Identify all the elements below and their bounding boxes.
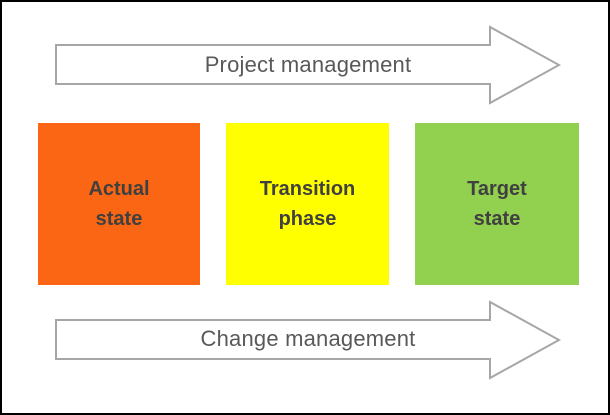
change-management-arrow-label: Change management bbox=[200, 326, 416, 351]
actual-state-label-line2: state bbox=[95, 208, 143, 230]
target-state-label-line1: Target bbox=[467, 178, 527, 200]
project-management-arrow bbox=[55, 25, 561, 105]
right-arrow-shape bbox=[55, 300, 561, 380]
transition-phase-label-line1: Transition bbox=[259, 178, 356, 200]
right-arrow-shape bbox=[55, 25, 561, 105]
project-management-arrow-label: Project management bbox=[204, 52, 412, 77]
transition-phase-box: Transition phase bbox=[226, 123, 389, 285]
actual-state-box: Actual state bbox=[38, 123, 200, 285]
target-state-label-line2: state bbox=[473, 208, 521, 230]
transition-phase-label-line2: phase bbox=[278, 208, 337, 230]
change-management-arrow bbox=[55, 300, 561, 380]
target-state-box: Target state bbox=[415, 123, 579, 285]
actual-state-label-line1: Actual bbox=[88, 178, 150, 200]
